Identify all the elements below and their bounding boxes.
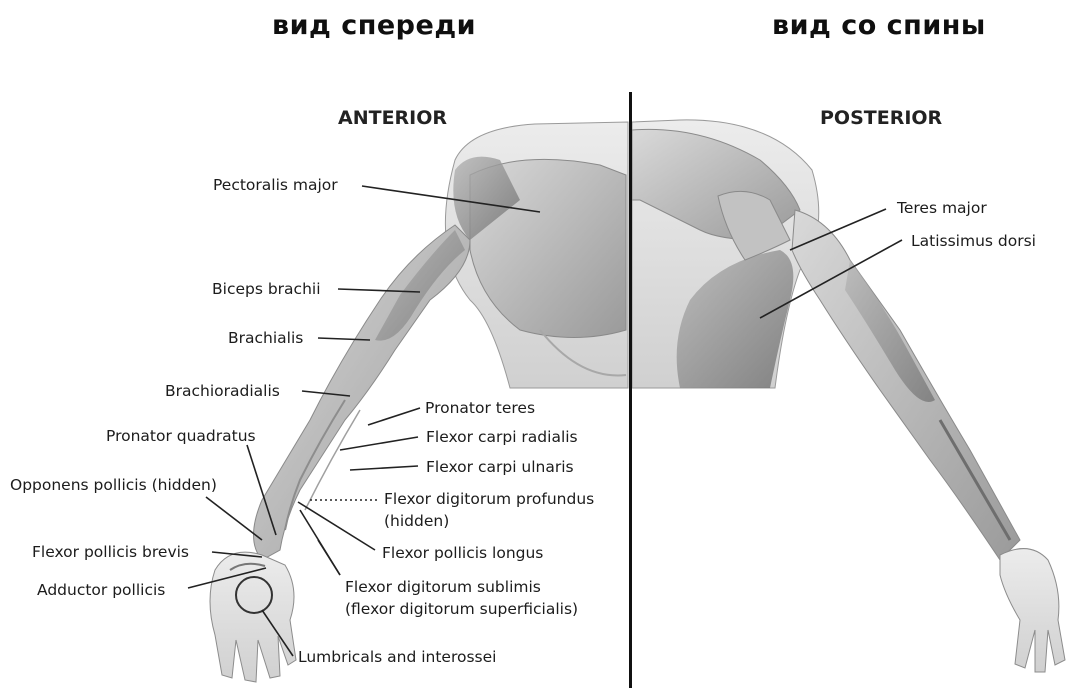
label-flexor-carpi-ulnaris: Flexor carpi ulnaris — [426, 458, 574, 476]
label-brachioradialis: Brachioradialis — [165, 382, 280, 400]
posterior-arm — [792, 210, 1020, 560]
label-pronator-quadratus: Pronator quadratus — [106, 427, 256, 445]
label-pronator-teres: Pronator teres — [425, 399, 535, 417]
posterior-hand — [1000, 549, 1065, 672]
anterior-arm — [254, 225, 471, 560]
label-opponens-pollicis: Opponens pollicis (hidden) — [10, 476, 217, 494]
label-flexor-digitorum-superficialis: (flexor digitorum superficialis) — [345, 600, 578, 618]
posterior-torso — [632, 120, 819, 388]
label-flexor-pollicis-brevis: Flexor pollicis brevis — [32, 543, 189, 561]
label-flexor-carpi-radialis: Flexor carpi radialis — [426, 428, 578, 446]
label-pectoralis-major: Pectoralis major — [213, 176, 338, 194]
label-flexor-digitorum-sublimis: Flexor digitorum sublimis — [345, 578, 541, 596]
label-adductor-pollicis: Adductor pollicis — [37, 581, 165, 599]
label-flexor-digitorum-profundus: Flexor digitorum profundus — [384, 490, 594, 508]
label-lumbricals-interossei: Lumbricals and interossei — [298, 648, 496, 666]
divider-line — [629, 92, 632, 688]
label-flexor-pollicis-longus: Flexor pollicis longus — [382, 544, 543, 562]
label-flexor-digitorum-profundus-hidden: (hidden) — [384, 512, 449, 530]
posterior-title: POSTERIOR — [820, 107, 942, 129]
anterior-torso — [445, 122, 628, 388]
anterior-title: ANTERIOR — [338, 107, 447, 129]
label-teres-major: Teres major — [897, 199, 987, 217]
label-latissimus-dorsi: Latissimus dorsi — [911, 232, 1036, 250]
label-biceps-brachii: Biceps brachii — [212, 280, 321, 298]
label-brachialis: Brachialis — [228, 329, 303, 347]
